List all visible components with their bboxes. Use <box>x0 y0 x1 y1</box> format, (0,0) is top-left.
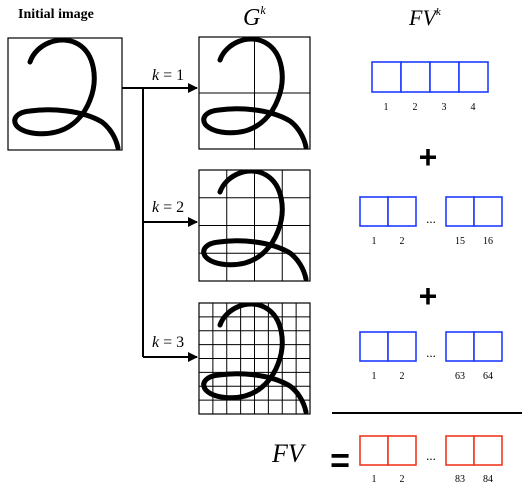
vector-cell <box>359 331 389 362</box>
vec3-index-last-2: 64 <box>483 371 493 382</box>
k-val-1: 1 <box>176 67 184 84</box>
vector-cell <box>371 61 402 93</box>
vec1-index-4: 4 <box>471 102 476 113</box>
fv-header-sup: k <box>436 6 442 18</box>
result-ellipsis: ... <box>426 448 436 463</box>
gridlines-k3 <box>199 303 310 414</box>
plus-sign-1: + <box>419 139 438 175</box>
result-index-last-1: 83 <box>455 474 465 485</box>
gridlines-k2 <box>199 170 310 281</box>
vector-cell <box>473 331 503 362</box>
handwriting-stroke-k1 <box>201 37 309 149</box>
initial-image <box>7 37 123 151</box>
vector-cells-k3 <box>359 331 503 362</box>
vec2-index-first-2: 2 <box>400 236 405 247</box>
k-label-3: k = 3 <box>152 334 184 351</box>
handwriting-stroke-initial <box>12 38 121 150</box>
vec1-index-1: 1 <box>384 102 389 113</box>
initial-image-label: Initial image <box>18 7 94 22</box>
grid-image-k2 <box>198 169 311 282</box>
feature-vector-k1: 1 2 3 4 <box>371 61 489 113</box>
vector-cell <box>473 435 503 466</box>
result-index-first-1: 1 <box>372 474 377 485</box>
vector-cell <box>473 196 503 227</box>
vector-cell <box>445 331 475 362</box>
gridlines-k1 <box>199 37 310 149</box>
vector-cells-k1 <box>371 61 489 93</box>
k-eq-2: = <box>159 199 176 216</box>
grid-header-base: G <box>243 5 260 31</box>
k-label-2: k = 2 <box>152 199 184 216</box>
k-eq-3: = <box>159 334 176 351</box>
equals-sign: = <box>330 442 350 480</box>
k-val-2: 2 <box>176 199 184 216</box>
vec1-index-2: 2 <box>413 102 418 113</box>
vector-cell <box>458 61 489 93</box>
grid-image-k1 <box>198 36 311 150</box>
k-eq-1: = <box>159 67 176 84</box>
grid-header: Gk <box>243 3 266 31</box>
grid-image-k3 <box>198 302 311 415</box>
fv-header-base: FV <box>408 5 438 30</box>
vec2-index-first-1: 1 <box>372 236 377 247</box>
result-fv-label: FV <box>271 439 307 468</box>
feature-vector-k3: ... 1 2 63 64 <box>359 331 503 382</box>
k-var-2: k <box>152 199 160 216</box>
vec3-ellipsis: ... <box>426 345 436 360</box>
vector-cell <box>359 435 389 466</box>
plus-sign-2: + <box>419 278 438 314</box>
vec1-index-3: 3 <box>442 102 447 113</box>
k-var-3: k <box>152 334 160 351</box>
vector-cell <box>387 435 417 466</box>
k-var-1: k <box>152 67 160 84</box>
vector-cell <box>445 196 475 227</box>
feature-vector-result: ... 1 2 83 84 <box>359 435 503 485</box>
result-index-last-2: 84 <box>483 474 493 485</box>
k-val-3: 3 <box>176 334 184 351</box>
vec2-index-last-1: 15 <box>455 236 465 247</box>
handwriting-stroke-k3 <box>201 303 309 414</box>
k-label-1: k = 1 <box>152 67 184 84</box>
feature-vector-k2: ... 1 2 15 16 <box>359 196 503 247</box>
vector-cell <box>387 331 417 362</box>
handwriting-stroke-k2 <box>201 170 309 281</box>
fv-header: FVk <box>408 5 442 30</box>
vec3-index-last-1: 63 <box>455 371 465 382</box>
vector-cell <box>429 61 460 93</box>
result-index-first-2: 2 <box>400 474 405 485</box>
vector-cell <box>359 196 389 227</box>
vector-cell <box>387 196 417 227</box>
vector-cells-k2 <box>359 196 503 227</box>
vector-cell <box>445 435 475 466</box>
connector-lines <box>122 83 198 362</box>
vec3-index-first-2: 2 <box>400 371 405 382</box>
vec2-index-last-2: 16 <box>483 236 493 247</box>
vec3-index-first-1: 1 <box>372 371 377 382</box>
grid-header-sup: k <box>260 3 266 17</box>
vec2-ellipsis: ... <box>426 211 436 226</box>
vector-cells-result <box>359 435 503 466</box>
vector-cell <box>400 61 431 93</box>
